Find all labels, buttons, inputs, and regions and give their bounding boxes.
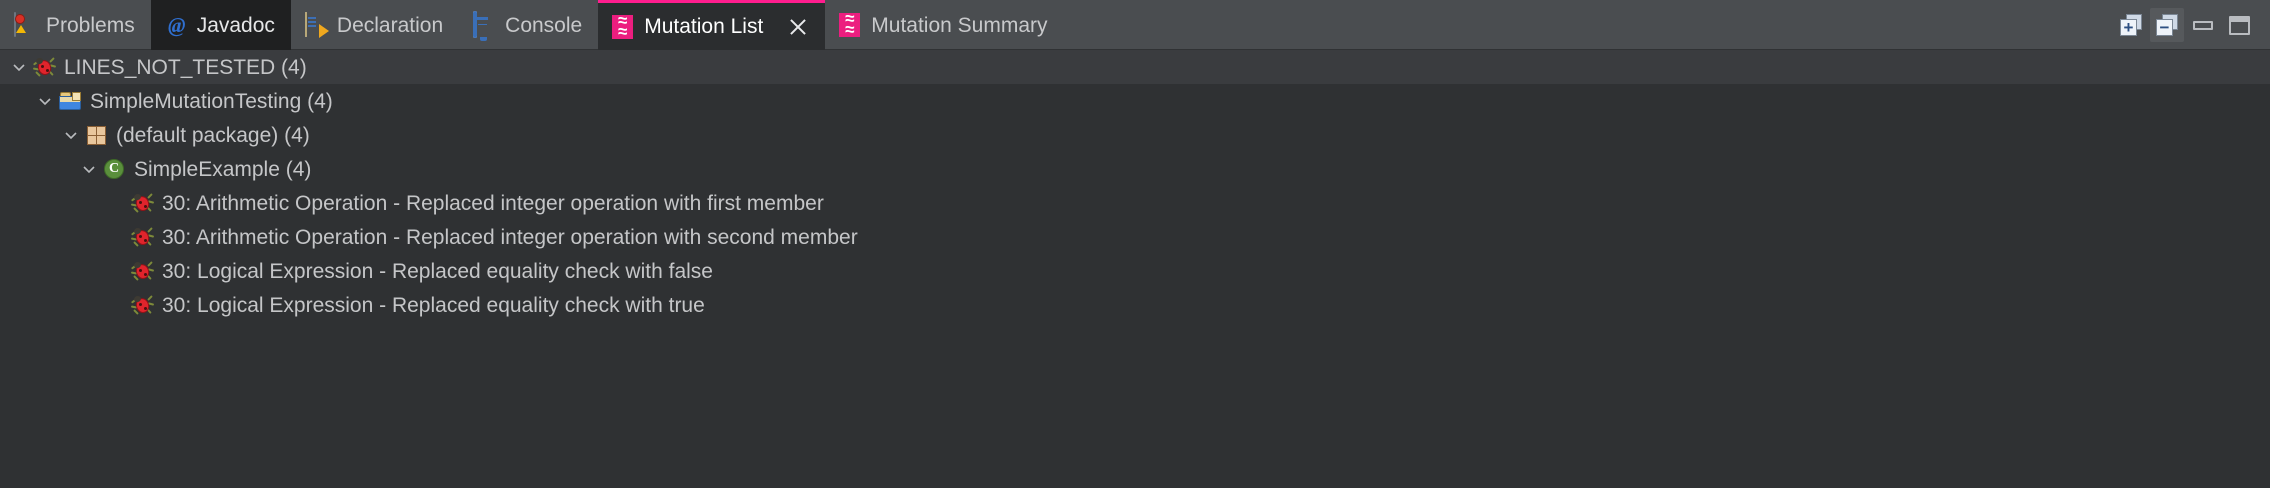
tab-label: Mutation Summary (871, 13, 1048, 37)
tree-row-label: SimpleMutationTesting (4) (90, 89, 333, 113)
tree-row-label: 30: Logical Expression - Replaced equali… (162, 259, 713, 283)
expand-all-icon: + (2120, 14, 2142, 36)
view-tab-bar: Problems @ Javadoc Declaration Console ≈… (0, 0, 2270, 50)
maximize-icon (2228, 15, 2250, 35)
close-icon[interactable] (787, 16, 809, 38)
javadoc-icon: @ (167, 12, 186, 37)
tab-declaration[interactable]: Declaration (291, 0, 459, 50)
view-toolbar: + − (2114, 0, 2270, 50)
chevron-down-icon[interactable] (58, 127, 84, 143)
tab-label: Declaration (336, 13, 444, 37)
tree-row-label: (default package) (4) (116, 123, 310, 147)
java-class-icon: C (102, 157, 126, 181)
tab-mutation-summary[interactable]: ≈≈ Mutation Summary (825, 0, 1063, 50)
maximize-button[interactable] (2222, 8, 2256, 42)
tree-row-label: 30: Logical Expression - Replaced equali… (162, 293, 705, 317)
expand-all-button[interactable]: + (2114, 8, 2148, 42)
tree-row[interactable]: C SimpleExample (4) (0, 152, 2270, 186)
bug-icon (130, 191, 155, 215)
tab-label: Mutation List (644, 15, 764, 38)
mutation-list-tree[interactable]: LINES_NOT_TESTED (4) SimpleMutationTesti… (0, 50, 2270, 488)
tree-row[interactable]: 30: Logical Expression - Replaced equali… (0, 254, 2270, 288)
tree-row-label: 30: Arithmetic Operation - Replaced inte… (162, 225, 858, 249)
tree-row[interactable]: 30: Arithmetic Operation - Replaced inte… (0, 220, 2270, 254)
mutation-icon: ≈≈ (612, 12, 634, 40)
tree-row[interactable]: 30: Arithmetic Operation - Replaced inte… (0, 186, 2270, 220)
console-icon (473, 11, 495, 38)
tab-problems[interactable]: Problems (0, 0, 151, 50)
package-icon (84, 123, 108, 147)
chevron-down-icon[interactable] (32, 93, 58, 109)
bug-icon (130, 259, 155, 283)
tree-row[interactable]: SimpleMutationTesting (4) (0, 84, 2270, 118)
tree-row-label: SimpleExample (4) (134, 157, 312, 181)
problems-icon (14, 12, 36, 37)
tab-label: Console (505, 13, 583, 37)
tab-console[interactable]: Console (459, 0, 598, 50)
collapse-all-icon: − (2156, 14, 2178, 36)
tab-javadoc[interactable]: @ Javadoc (150, 0, 291, 50)
tab-label: Problems (46, 13, 135, 37)
bug-icon (130, 225, 155, 249)
declaration-icon (304, 12, 327, 37)
java-project-icon (58, 89, 82, 113)
tree-row[interactable]: 30: Logical Expression - Replaced equali… (0, 288, 2270, 322)
chevron-down-icon[interactable] (6, 59, 32, 75)
minimize-icon (2193, 20, 2213, 30)
tree-row-label: LINES_NOT_TESTED (4) (64, 55, 307, 79)
tab-mutation-list[interactable]: ≈≈ Mutation List (598, 0, 826, 50)
tree-row[interactable]: LINES_NOT_TESTED (4) (0, 50, 2270, 84)
tree-row[interactable]: (default package) (4) (0, 118, 2270, 152)
tab-label: Javadoc (196, 13, 275, 37)
minimize-button[interactable] (2186, 8, 2220, 42)
chevron-down-icon[interactable] (76, 161, 102, 177)
bug-icon (130, 293, 155, 317)
bug-icon (32, 55, 57, 79)
collapse-all-button[interactable]: − (2150, 8, 2184, 42)
mutation-icon: ≈≈ (839, 10, 861, 38)
tree-row-label: 30: Arithmetic Operation - Replaced inte… (162, 191, 824, 215)
